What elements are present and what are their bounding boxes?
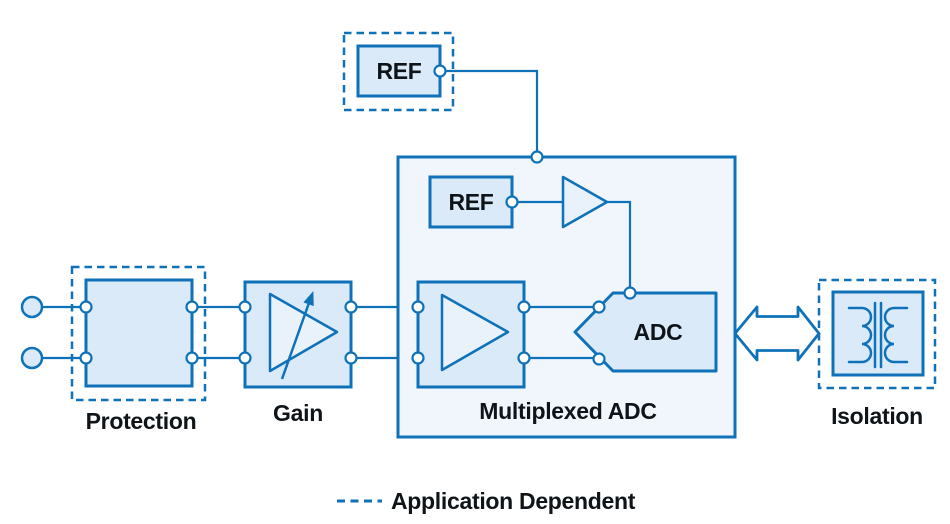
protection-block xyxy=(84,278,194,388)
ref-internal-label: REF xyxy=(448,189,493,215)
driver-amp-terminal xyxy=(517,300,531,314)
protection-terminal xyxy=(79,300,93,314)
ref-top-label: REF xyxy=(376,58,421,84)
ref-top-dashed-outline xyxy=(342,31,455,112)
gain-terminal xyxy=(344,300,358,314)
buffer-amplifier-icon xyxy=(561,175,609,229)
gain-adjust-arrow xyxy=(280,299,312,380)
driver-amp-terminal xyxy=(517,351,531,365)
adc-mux-shape xyxy=(573,291,718,373)
adc-ref-terminal xyxy=(623,286,637,300)
bidirectional-arrow-icon xyxy=(733,305,821,362)
input-terminal-bottom xyxy=(20,346,44,370)
isolation-block xyxy=(831,290,925,377)
gain-adjust-arrowhead-icon xyxy=(303,291,314,307)
transformer-icon xyxy=(847,301,909,369)
ref-top-wire xyxy=(440,69,539,155)
protection-to-gain-wires xyxy=(192,305,245,360)
legend-label: Application Dependent xyxy=(391,488,636,514)
variable-gain-amplifier-icon xyxy=(268,292,339,373)
protection-terminal xyxy=(79,351,93,365)
ref-top-output-terminal xyxy=(433,64,447,78)
ref-buffer-wire xyxy=(607,200,632,289)
gain-terminal xyxy=(238,351,252,365)
mux-adc-label: Multiplexed ADC xyxy=(479,398,656,424)
gain-terminal xyxy=(238,300,252,314)
ref-internal-terminal xyxy=(505,195,519,209)
gain-label: Gain xyxy=(273,400,323,426)
amp-to-adc-wires xyxy=(524,305,599,360)
isolation-dashed-outline xyxy=(817,278,937,390)
protection-label: Protection xyxy=(86,408,197,434)
protection-dashed-outline xyxy=(70,265,207,402)
protection-terminal xyxy=(185,351,199,365)
isolation-label: Isolation xyxy=(831,403,923,429)
protection-terminal xyxy=(185,300,199,314)
mux-adc-ref-terminal xyxy=(530,150,544,164)
input-terminal-top xyxy=(20,295,44,319)
ref-internal-block xyxy=(428,175,514,229)
amplifier-icon xyxy=(440,293,510,372)
adc-input-terminal-bottom xyxy=(592,352,606,366)
gain-terminal xyxy=(344,351,358,365)
driver-amp-terminal xyxy=(411,300,425,314)
driver-amp-terminal xyxy=(411,351,425,365)
adc-label: ADC xyxy=(634,319,683,345)
adc-input-terminal-top xyxy=(592,300,606,314)
input-wires xyxy=(42,305,86,360)
